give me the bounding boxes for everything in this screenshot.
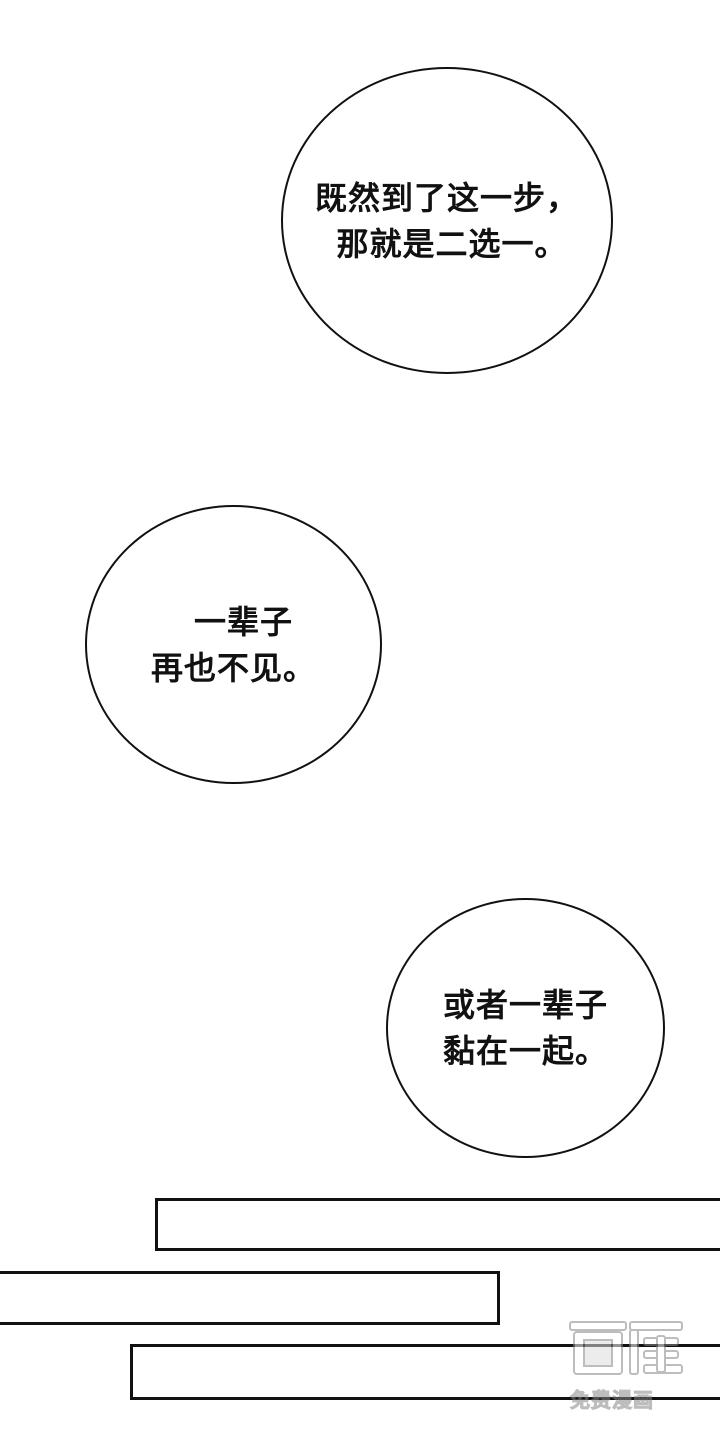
- speech-bubble-2: 一辈子 再也不见。: [85, 505, 382, 784]
- bubble-1-line-1: 既然到了这一步，: [314, 178, 579, 217]
- comic-panel-strip-2: [0, 1271, 500, 1325]
- bubble-3-line-2: 黏在一起。: [442, 1032, 608, 1070]
- watermark-caption: 免费漫画: [570, 1388, 654, 1413]
- comic-panel-strip-1: [155, 1198, 720, 1251]
- bubble-2-line-1: 一辈子: [193, 602, 293, 641]
- watermark: 免费漫画: [562, 1318, 692, 1418]
- watermark-logo-icon: [569, 1321, 683, 1375]
- bubble-1-line-2: 那就是二选一。: [336, 224, 568, 263]
- speech-bubble-3: 或者一辈子 黏在一起。: [386, 898, 665, 1158]
- bubble-2-line-2: 再也不见。: [150, 648, 316, 687]
- bubble-3-line-1: 或者一辈子: [442, 986, 608, 1024]
- speech-bubble-1: 既然到了这一步， 那就是二选一。: [281, 67, 613, 374]
